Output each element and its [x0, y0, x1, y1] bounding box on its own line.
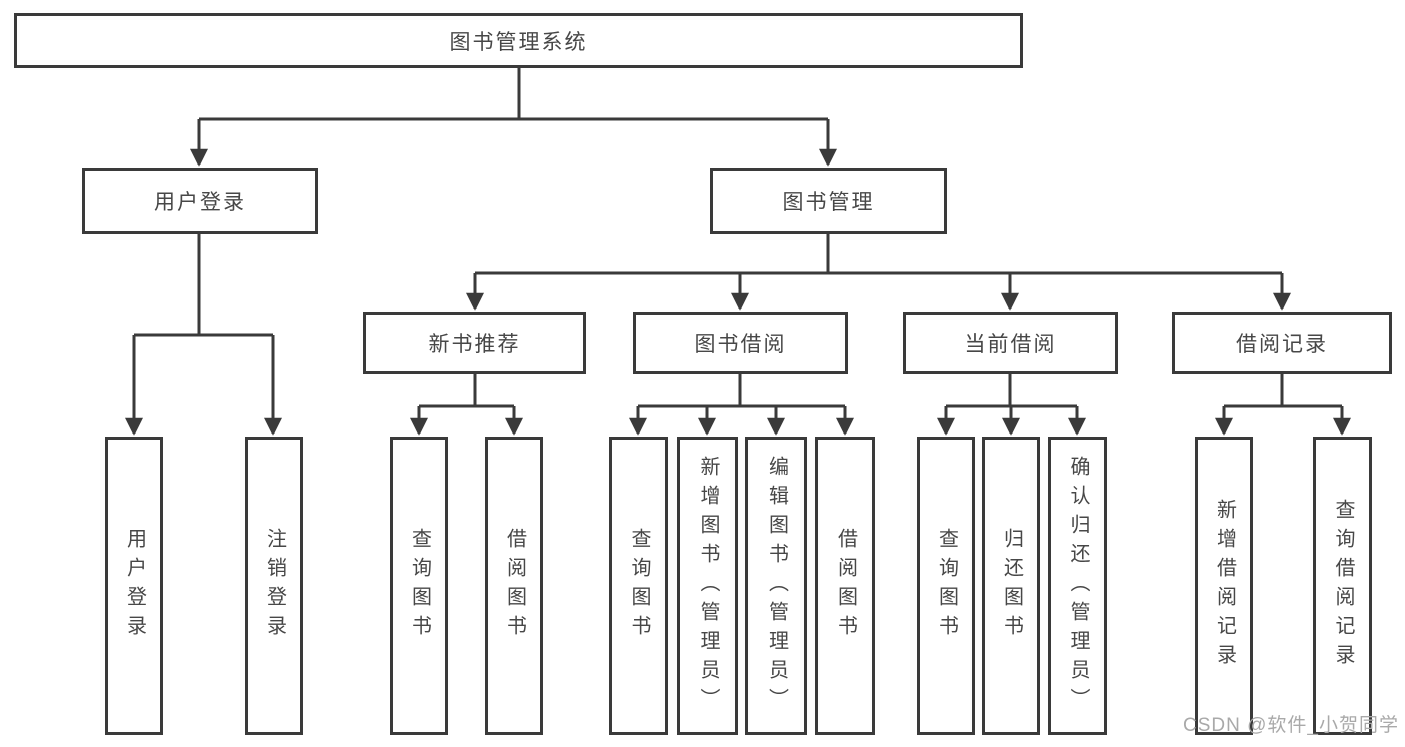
node-book-management: 图书管理	[710, 168, 947, 234]
leaf-borrow-edit-admin: 编辑图书（管理员）	[745, 437, 807, 735]
node-new-book-recommend: 新书推荐	[363, 312, 586, 374]
leaf-borrow-add-admin-label: 新增图书（管理员）	[697, 455, 719, 717]
node-root-system: 图书管理系统	[14, 13, 1023, 68]
node-current-borrow: 当前借阅	[903, 312, 1118, 374]
leaf-borrow-borrow-label: 借阅图书	[834, 528, 857, 644]
leaf-newbook-borrow-label: 借阅图书	[503, 528, 526, 644]
leaf-record-add: 新增借阅记录	[1195, 437, 1253, 735]
leaf-current-return-label: 归还图书	[1000, 528, 1023, 644]
leaf-newbook-query-label: 查询图书	[408, 528, 431, 644]
leaf-current-confirm-admin-label: 确认归还（管理员）	[1067, 455, 1089, 717]
leaf-current-return: 归还图书	[982, 437, 1040, 735]
leaf-borrow-query: 查询图书	[609, 437, 668, 735]
leaf-logout: 注销登录	[245, 437, 303, 735]
leaf-borrow-add-admin: 新增图书（管理员）	[677, 437, 738, 735]
leaf-borrow-edit-admin-label: 编辑图书（管理员）	[765, 455, 788, 717]
leaf-newbook-query: 查询图书	[390, 437, 448, 735]
leaf-current-query: 查询图书	[917, 437, 975, 735]
leaf-borrow-query-label: 查询图书	[628, 528, 650, 644]
leaf-record-query-label: 查询借阅记录	[1332, 499, 1354, 673]
leaf-user-login: 用户登录	[105, 437, 163, 735]
leaf-current-query-label: 查询图书	[935, 528, 958, 644]
node-user-login: 用户登录	[82, 168, 318, 234]
leaf-record-add-label: 新增借阅记录	[1213, 499, 1236, 673]
branch-rails	[134, 68, 1342, 408]
leaf-borrow-borrow: 借阅图书	[815, 437, 875, 735]
leaf-newbook-borrow: 借阅图书	[485, 437, 543, 735]
csdn-watermark: CSDN @软件_小贺同学	[1183, 715, 1399, 736]
node-book-borrow: 图书借阅	[633, 312, 848, 374]
leaf-logout-label: 注销登录	[263, 528, 286, 644]
leaf-record-query: 查询借阅记录	[1313, 437, 1372, 735]
leaf-current-confirm-admin: 确认归还（管理员）	[1048, 437, 1107, 735]
leaf-user-login-label: 用户登录	[123, 528, 146, 644]
node-borrow-record: 借阅记录	[1172, 312, 1392, 374]
